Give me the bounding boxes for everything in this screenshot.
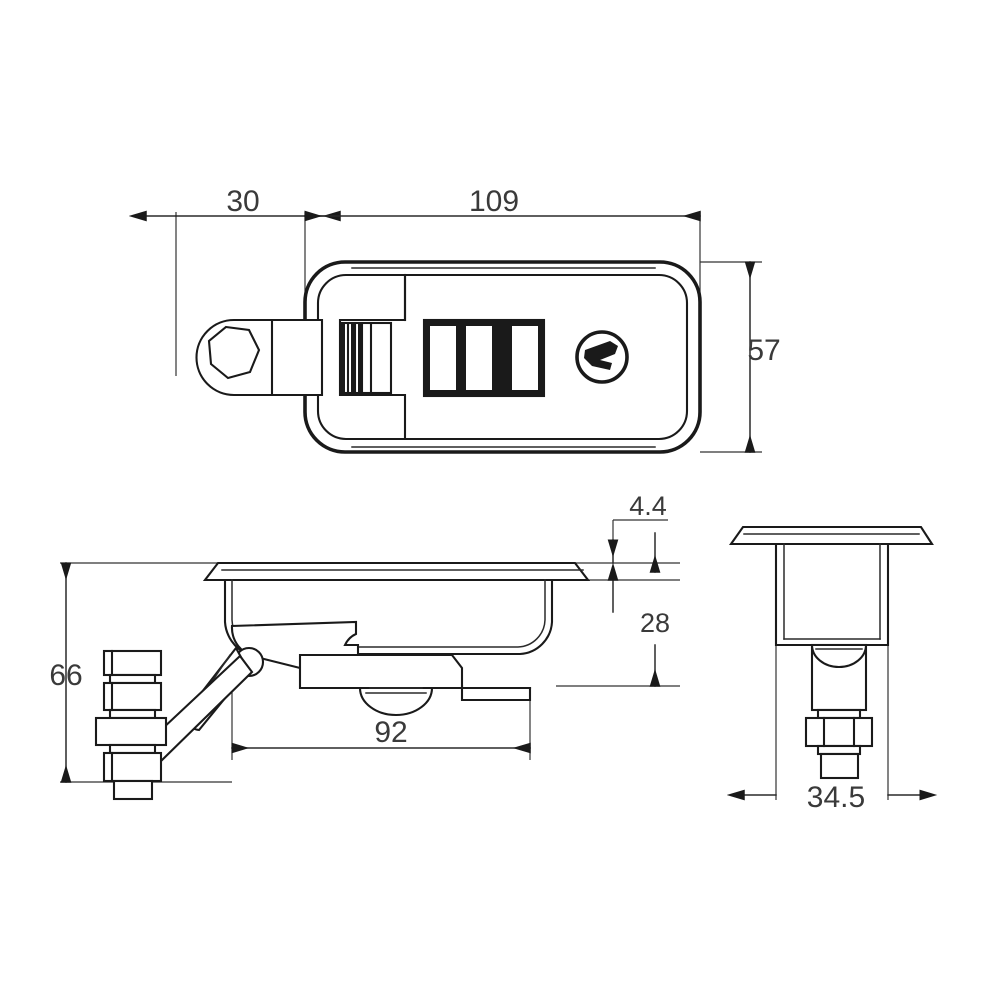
side-bolt-nut-stack — [94, 649, 168, 801]
dimension-92-label: 92 — [374, 716, 407, 749]
dimension-92: 92 — [231, 716, 531, 754]
dimension-34-5-label: 34.5 — [807, 781, 865, 814]
dimension-4-4-label: 4.4 — [629, 491, 667, 521]
dimension-57-label: 57 — [747, 334, 780, 367]
dimension-57: 57 — [744, 261, 781, 453]
dimension-109-label: 109 — [469, 185, 519, 218]
end-hex-nut — [804, 708, 874, 756]
front-latch-arm — [195, 318, 324, 397]
side-dome-stop — [358, 686, 434, 716]
dimension-28: 28 — [640, 532, 670, 687]
end-housing-body — [774, 542, 890, 647]
front-key-cylinder — [575, 330, 629, 384]
dimension-109: 109 — [304, 185, 701, 222]
dimension-34-5: 34.5 — [726, 781, 938, 814]
end-extension-lines — [775, 645, 889, 800]
end-cam-barrel — [810, 643, 868, 712]
side-view: 66 92 4.4 28 — [49, 491, 680, 801]
end-view: 34.5 — [726, 525, 938, 814]
end-threaded-stud — [819, 752, 860, 780]
dimension-4-4: 4.4 — [607, 491, 668, 613]
dimension-30-label: 30 — [226, 185, 259, 218]
front-extension-lines — [175, 212, 762, 453]
front-ribbed-grip — [339, 321, 393, 395]
front-view: 30 109 57 — [128, 185, 781, 454]
dimension-66-label: 66 — [49, 659, 82, 692]
dimension-30: 30 — [128, 185, 341, 222]
dimension-66: 66 — [49, 562, 83, 783]
dimension-28-label: 28 — [640, 608, 670, 638]
front-slotted-paddle — [422, 318, 546, 398]
